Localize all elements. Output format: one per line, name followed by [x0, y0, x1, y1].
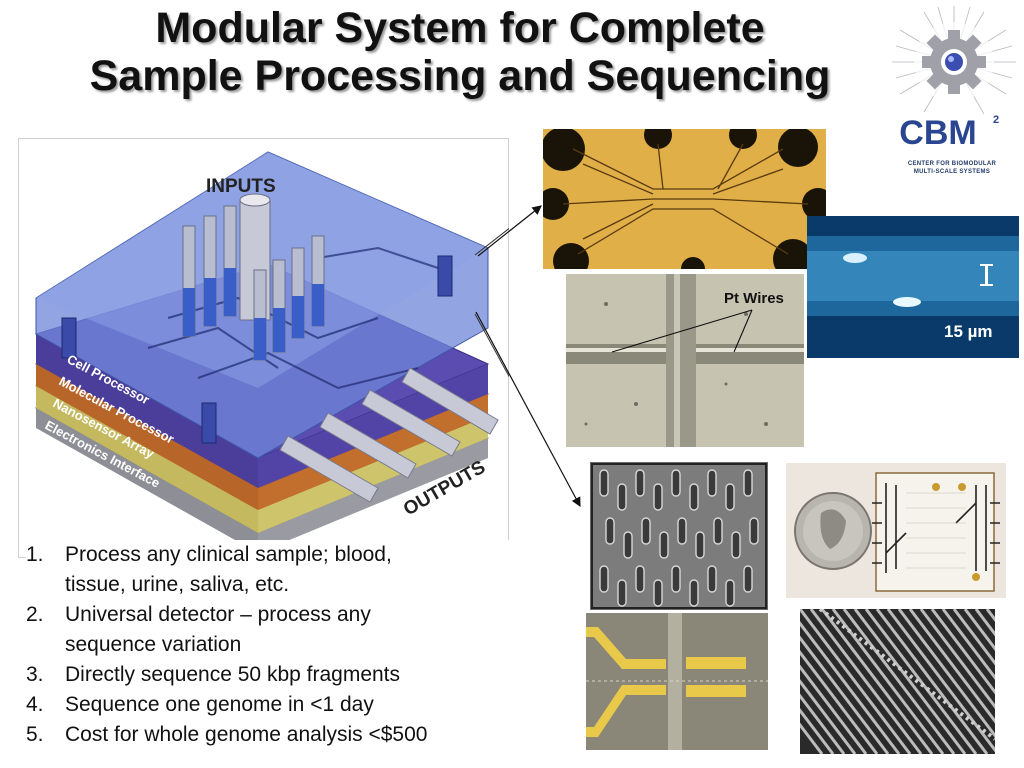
goal-number: 2. — [26, 603, 44, 626]
goal-text-line-1: Process any clinical sample; blood, — [65, 543, 392, 566]
logo-text: CBM — [899, 114, 976, 152]
goal-number: 1. — [26, 543, 44, 566]
goal-item-1: 1. Process any clinical sample; blood, tis… — [26, 540, 526, 600]
micrograph-fluorescence — [807, 216, 1019, 358]
pt-wires-label: Pt Wires — [724, 290, 784, 307]
goals-list: 1. Process any clinical sample; blood, tis… — [26, 540, 526, 750]
logo-caption-line-1: CENTER FOR BIOMODULAR — [907, 161, 997, 167]
micrograph-pillar-array — [590, 462, 768, 610]
logo-caption-line-2: MULTI-SCALE SYSTEMS — [913, 169, 991, 175]
cbm-logo: CBM 2 — [892, 6, 1016, 152]
goal-item-3: 3. Directly sequence 50 kbp fragments — [26, 660, 526, 690]
goal-text-line-2: sequence variation — [65, 633, 242, 656]
goal-item-2: 2. Universal detector – process any sequen… — [26, 600, 526, 660]
goal-text-line-1: Sequence one genome in <1 day — [65, 693, 374, 716]
goal-item-4: 4. Sequence one genome in <1 day — [26, 690, 526, 720]
goal-text-line-2: tissue, urine, saliva, etc. — [65, 573, 290, 596]
output-tubes — [279, 367, 499, 503]
goal-text-line-1: Universal detector – process any — [65, 603, 371, 626]
logo-caption: CENTER FOR BIOMODULAR MULTI-SCALE SYSTEM… — [896, 160, 1008, 176]
title-line-1: Modular System for Complete — [155, 4, 765, 52]
input-tubes — [182, 193, 325, 361]
micrograph-nanogap-electrodes — [586, 613, 768, 750]
micrograph-pt-wires — [566, 274, 804, 447]
goal-number: 3. — [26, 663, 44, 686]
goal-number: 4. — [26, 693, 44, 716]
photo-chip-with-coin — [786, 463, 1006, 598]
scale-bar-label: 15 µm — [944, 322, 993, 341]
goal-text-line-1: Cost for whole genome analysis <$500 — [65, 723, 428, 746]
modular-device-diagram: INPUTS OUTPUTS Cell Processor Molecular … — [18, 138, 509, 558]
micrograph-nanochannel-array — [800, 609, 995, 754]
goal-text-line-1: Directly sequence 50 kbp fragments — [65, 663, 401, 686]
title-line-2: Sample Processing and Sequencing — [89, 52, 831, 100]
goal-item-5: 5. Cost for whole genome analysis <$500 — [26, 720, 526, 750]
goal-number: 5. — [26, 723, 44, 746]
micrograph-electrode-chip — [543, 129, 826, 269]
inputs-label: INPUTS — [206, 176, 276, 197]
slide-title: Modular System for Complete Sample Proce… — [0, 4, 920, 100]
logo-superscript: 2 — [993, 114, 999, 126]
